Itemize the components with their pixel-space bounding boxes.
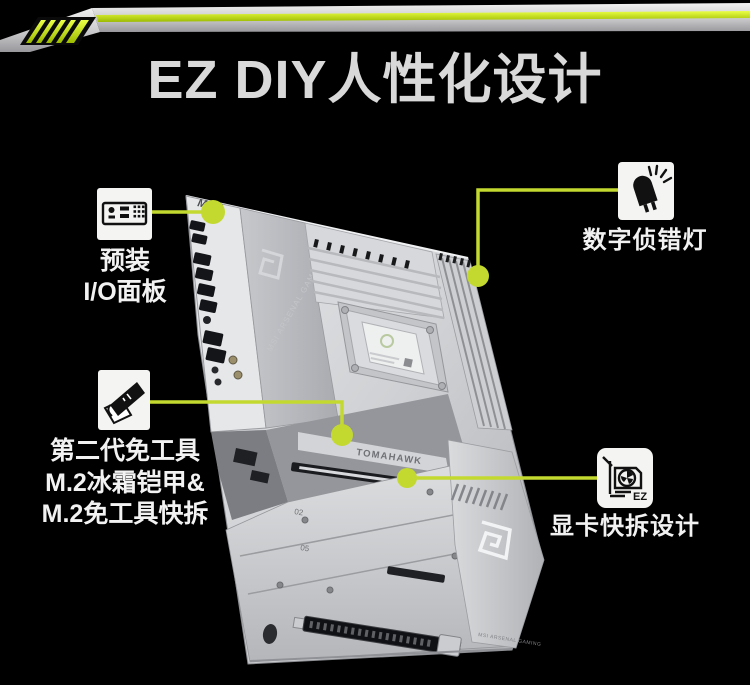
connector-debug-led bbox=[476, 188, 618, 268]
gpu-label: 显卡快拆设计 bbox=[550, 513, 700, 540]
dot-m2 bbox=[331, 424, 353, 446]
dot-gpu bbox=[397, 468, 417, 488]
m2-label: 第二代免工具 M.2冰霜铠甲& M.2免工具快拆 bbox=[0, 436, 250, 531]
io-shield-icon bbox=[101, 201, 148, 226]
dimm-slots bbox=[435, 253, 513, 431]
gpu-icon-box: EZ bbox=[597, 448, 653, 508]
m2-icon-box bbox=[98, 370, 150, 430]
debug-led-label: 数字侦错灯 bbox=[582, 227, 708, 254]
header-green-line bbox=[96, 11, 750, 22]
led-icon bbox=[633, 164, 673, 213]
m2-label-line3: M.2免工具快拆 bbox=[41, 500, 209, 528]
rear-io-panel: MAG bbox=[185, 195, 267, 433]
io-panel-icon-box bbox=[97, 188, 152, 240]
m2-label-line2: M.2冰霜铠甲& bbox=[45, 468, 205, 497]
io-panel-label-line2: I/O面板 bbox=[83, 278, 167, 306]
m2-label-line1: 第二代免工具 bbox=[49, 437, 200, 465]
dot-debug-led bbox=[467, 265, 489, 287]
green-stripes-icon bbox=[26, 20, 89, 43]
dot-io-panel bbox=[201, 200, 225, 224]
gpu-card-icon: EZ bbox=[602, 456, 647, 503]
m2-plate-label-1: 02 bbox=[294, 507, 305, 517]
page-title: EZ DIY人性化设计 bbox=[147, 50, 603, 110]
msi-dragon-emblem bbox=[477, 520, 512, 561]
m2-heatsink-icon bbox=[103, 382, 145, 425]
io-panel-label: 预装 I/O面板 bbox=[35, 246, 215, 308]
fan-header-pins bbox=[313, 238, 410, 269]
gpu-icon-ez-badge: EZ bbox=[633, 491, 647, 503]
chipset-armor-column bbox=[447, 439, 545, 649]
vrm-heatsink bbox=[304, 222, 445, 320]
header-accent-banner bbox=[0, 3, 750, 52]
cpu-socket bbox=[337, 301, 449, 393]
connector-m2 bbox=[150, 400, 344, 428]
mid-board-zone: TOMAHAWK bbox=[211, 394, 468, 520]
io-panel-label-line1: 预装 bbox=[99, 247, 150, 275]
debug-led-icon-box bbox=[618, 162, 674, 220]
m2-plate-label-2: 05 bbox=[300, 543, 311, 553]
